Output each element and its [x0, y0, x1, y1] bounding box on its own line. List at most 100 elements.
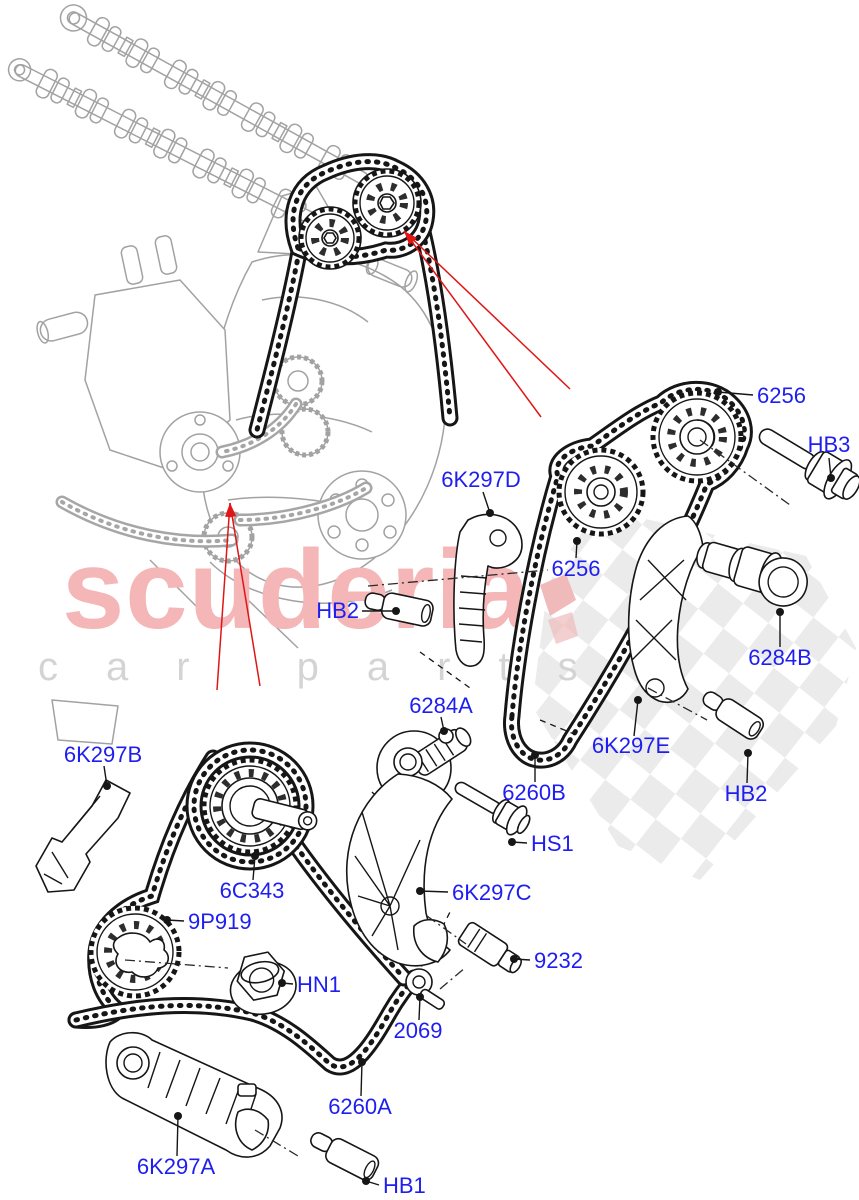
part-label-6256-upper[interactable]: 6256 [757, 383, 806, 408]
nut-hn1 [229, 951, 297, 1016]
callout-6256-upper: 6256 [714, 383, 806, 408]
leader-dot [531, 751, 539, 759]
callout-6260b: 6260B [502, 751, 566, 805]
part-label-2069[interactable]: 2069 [394, 1018, 443, 1043]
leader-dot [392, 607, 400, 615]
red-arrow-head [404, 231, 416, 245]
bolt-2069 [405, 968, 446, 1010]
part-label-9232[interactable]: 9232 [534, 948, 583, 973]
callout-6k297b: 6K297B [64, 742, 142, 790]
callout-9p919: 9P919 [163, 909, 252, 934]
pin-hb1 [310, 1132, 380, 1181]
callout-hn1: HN1 [278, 972, 341, 997]
red-arrow-head [228, 503, 237, 518]
callout-9232: 9232 [510, 948, 583, 973]
engine-assembly-background [7, 4, 447, 745]
leader-dot [634, 696, 642, 704]
leader-dot [358, 1058, 366, 1066]
callout-6k297e: 6K297E [592, 696, 670, 758]
leader-line [633, 699, 639, 737]
callout-hb2-left: HB2 [316, 598, 400, 623]
leader-dot [103, 782, 111, 790]
callout-6284b: 6284B [748, 608, 812, 670]
part-label-6k297a[interactable]: 6K297A [137, 1154, 216, 1179]
part-label-6k297b[interactable]: 6K297B [64, 742, 142, 767]
bolt-hb3 [758, 428, 859, 500]
red-arrow-line [403, 230, 542, 418]
callout-hb1: HB1 [362, 1173, 426, 1198]
callout-hb2-right: HB2 [725, 749, 768, 806]
part-label-6c343[interactable]: 6C343 [220, 878, 285, 903]
leader-line [746, 752, 749, 784]
leader-dot [776, 608, 784, 616]
leader-line [176, 1115, 179, 1157]
leader-dot [163, 916, 171, 924]
red-arrow-line [216, 502, 231, 691]
leader-dot [573, 537, 581, 545]
red-arrow-line [229, 502, 261, 687]
assembly-axis-lines [124, 439, 791, 1157]
actuator-6284b [696, 541, 808, 607]
callout-6284a: 6284A [409, 693, 473, 735]
part-label-hb2-right[interactable]: HB2 [725, 781, 768, 806]
callout-6k297c: 6K297C [416, 880, 532, 905]
part-label-6284b[interactable]: 6284B [748, 645, 812, 670]
leader-dot [486, 509, 494, 517]
bolt-hs1 [454, 781, 531, 836]
leader-dot [440, 727, 448, 735]
callout-6k297a: 6K297A [137, 1112, 216, 1179]
watermark-tagline: car parts [38, 645, 626, 689]
leader-dot [251, 852, 259, 860]
part-label-hb2-left[interactable]: HB2 [316, 598, 359, 623]
part-label-6260a[interactable]: 6260A [328, 1094, 392, 1119]
callout-6c343: 6C343 [220, 852, 285, 903]
tappet-9232 [457, 921, 523, 974]
camshaft-sprocket-front [298, 206, 362, 270]
leader-line [360, 1061, 363, 1097]
guide-6k297c [346, 773, 453, 967]
guide-6k297b [35, 779, 131, 893]
callout-6260a: 6260A [328, 1058, 392, 1119]
part-label-6k297d[interactable]: 6K297D [441, 467, 521, 492]
part-label-6284a[interactable]: 6284A [409, 693, 473, 718]
exploded-parts [35, 162, 859, 1181]
leader-dot [174, 1112, 182, 1120]
part-label-hb1[interactable]: HB1 [383, 1173, 426, 1198]
checker-accent-fragment [548, 612, 578, 644]
part-label-6k297e[interactable]: 6K297E [592, 733, 670, 758]
part-label-6k297c[interactable]: 6K297C [452, 880, 532, 905]
leader-dot [416, 887, 424, 895]
callouts: 6256HB36K297D6256HB26284B6K297EHB26260B6… [64, 383, 851, 1198]
part-label-6256-lower[interactable]: 6256 [552, 556, 601, 581]
callout-6k297d: 6K297D [441, 467, 521, 517]
leader-dot [508, 838, 516, 846]
checker-accent-fragment [540, 574, 576, 616]
part-label-hn1[interactable]: HN1 [297, 972, 341, 997]
leader-dot [744, 749, 752, 757]
sprocket-6256-upper [650, 390, 744, 484]
part-label-9p919[interactable]: 9P919 [188, 909, 252, 934]
leader-dot [510, 955, 518, 963]
leader-line [252, 855, 256, 881]
sprocket-6256-lower [556, 447, 646, 537]
callout-6256-lower: 6256 [552, 537, 601, 581]
callout-hb3: HB3 [808, 432, 851, 482]
sprocket-9p919 [88, 905, 182, 999]
leader-dot [416, 993, 424, 1001]
camshaft-front [7, 58, 325, 229]
part-label-hb3[interactable]: HB3 [808, 432, 851, 457]
part-label-hs1[interactable]: HS1 [531, 831, 574, 856]
watermark-brand: scuderia [62, 527, 531, 652]
leader-line [419, 890, 449, 893]
callout-hs1: HS1 [508, 831, 574, 856]
part-label-6260b[interactable]: 6260B [502, 780, 566, 805]
sprocket-6c343 [201, 757, 318, 855]
red-arrow-line [403, 230, 571, 390]
leader-dot [362, 1177, 370, 1185]
guide-6k297a [105, 1031, 283, 1158]
leader-line [717, 391, 754, 396]
red-arrows [216, 230, 571, 691]
pin-hb2-left [364, 592, 434, 627]
